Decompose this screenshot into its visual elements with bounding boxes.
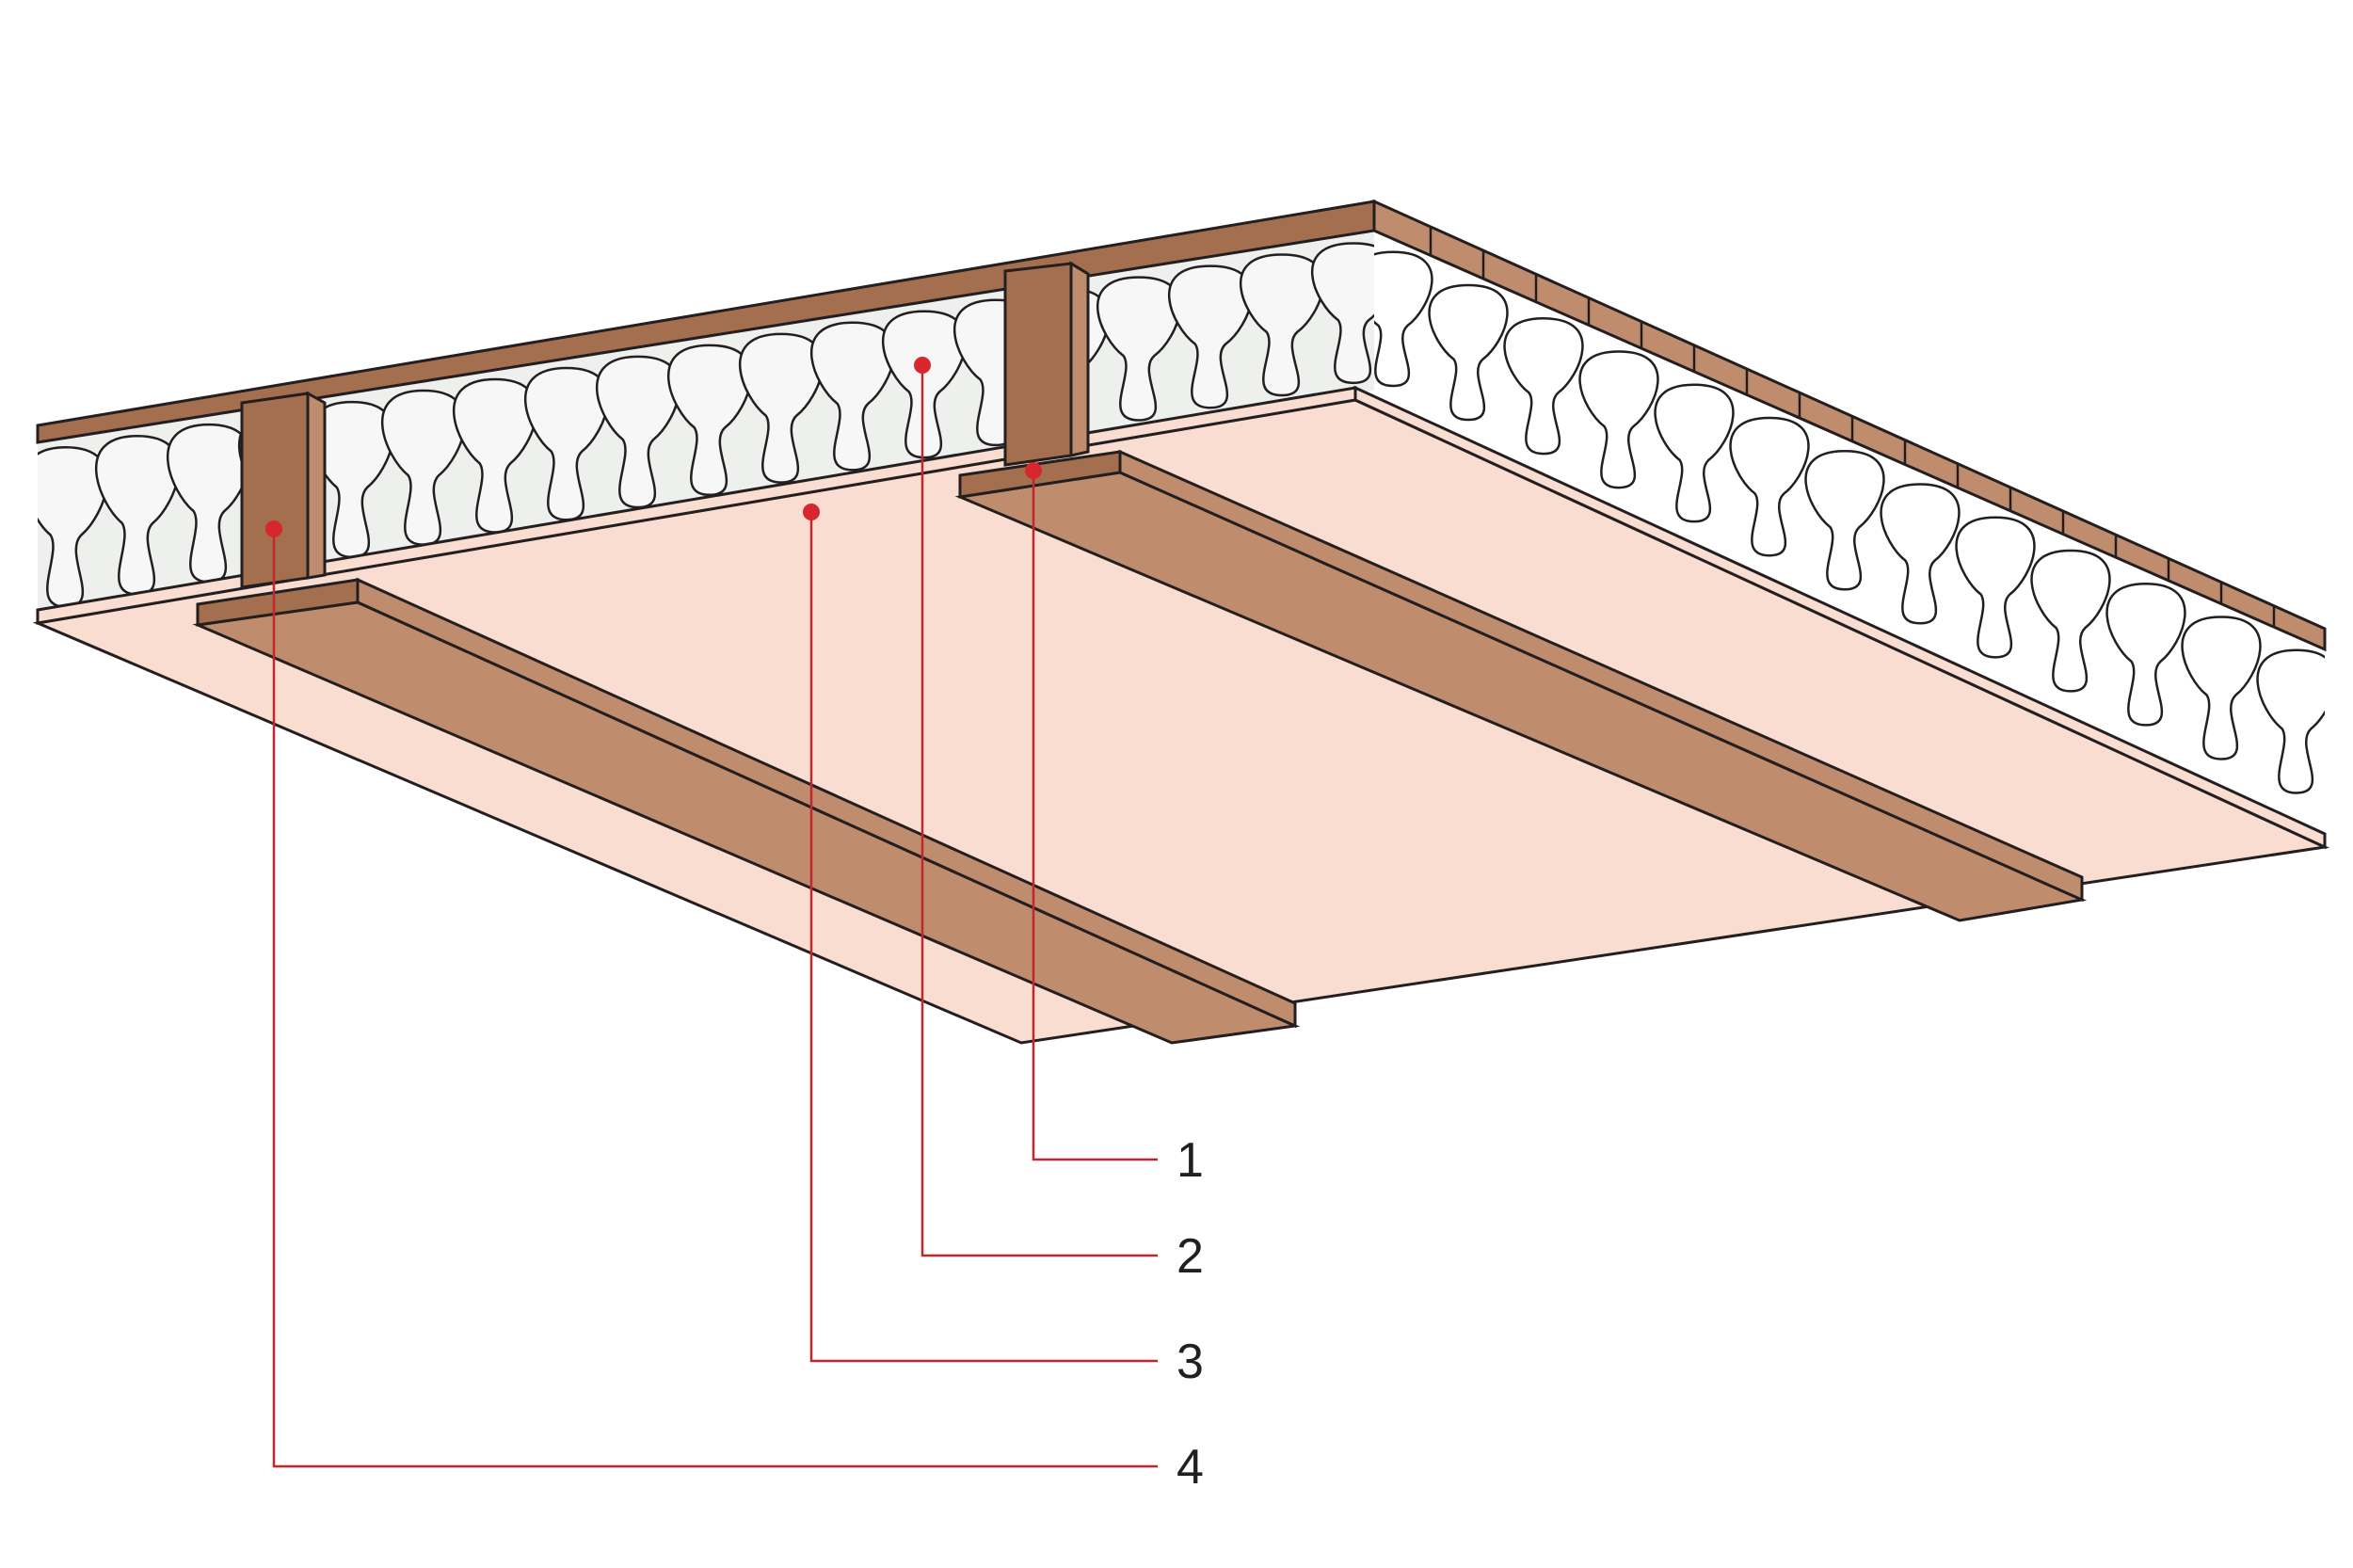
insulation-pillow: [1729, 416, 1810, 557]
insulation-pillow: [2030, 549, 2111, 693]
leader-dot-1: [1025, 462, 1042, 479]
insulation-pillow: [2181, 616, 2262, 760]
joist-right: [1003, 261, 1090, 467]
joist-right-side: [1069, 261, 1090, 457]
joist-left-side: [306, 391, 327, 580]
top-deck-side-edge: [1372, 199, 2327, 652]
insulation-pillow: [1374, 250, 1433, 388]
insulation-pillow: [1096, 276, 1181, 422]
insulation-pillow: [2105, 583, 2186, 727]
callout-3-number: 3: [1176, 1335, 1204, 1389]
leader-line-3: [809, 512, 1158, 1363]
insulation-pillow: [1311, 242, 1374, 385]
insulation-pillow: [1804, 450, 1885, 591]
insulation-pillow: [1955, 516, 2036, 659]
callout-1-number: 1: [1176, 1133, 1204, 1188]
insulation-pillow: [667, 344, 752, 497]
joist-right-face: [1003, 262, 1073, 467]
batten-left: [192, 577, 1301, 1045]
leader-dot-4: [265, 520, 282, 537]
callout-4-number: 4: [1176, 1440, 1204, 1495]
insulation-pillow: [2256, 648, 2325, 794]
leader-line-4: [272, 529, 1158, 1468]
leader-line-2: [920, 365, 1158, 1257]
batten-right-edge: [1118, 449, 2084, 903]
leader-line-1: [1032, 471, 1158, 1161]
insulation-pillow: [739, 332, 824, 484]
insulation-pillow: [1578, 350, 1659, 489]
insulation-pillow: [1654, 383, 1735, 523]
insulation-pillow: [1428, 283, 1509, 422]
batten-left-edge: [356, 577, 1297, 1029]
leader-dot-3: [803, 504, 820, 520]
insulation-pillow: [882, 310, 967, 459]
insulation-pillow: [810, 321, 895, 472]
insulation-pillow: [1240, 253, 1324, 397]
board-edge-side: [1353, 385, 2327, 850]
side-insulation-pillows: [1374, 250, 2325, 794]
insulation-pillow: [1503, 317, 1584, 456]
side-insulation-layer: [1374, 231, 2325, 819]
callout-2-number: 2: [1176, 1229, 1204, 1284]
leader-lines: [272, 365, 1158, 1468]
top-deck-board-joints: [1429, 226, 2276, 628]
insulation-pillow: [1168, 264, 1253, 409]
joist-left: [240, 391, 327, 589]
leader-dot-2: [914, 357, 931, 374]
insulation-pillow: [1880, 483, 1961, 625]
leader-dots: [265, 357, 1042, 537]
